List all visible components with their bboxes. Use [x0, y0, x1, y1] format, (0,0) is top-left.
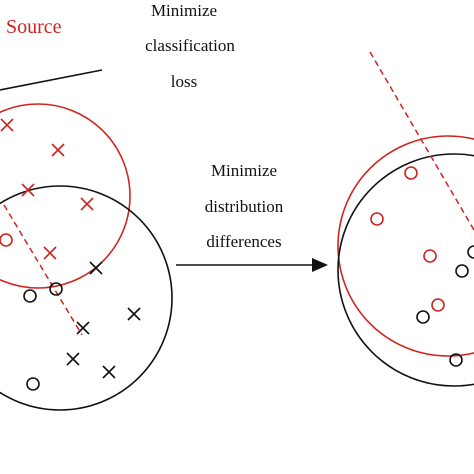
- circle-marker: [26, 377, 40, 391]
- cross-marker: [0, 118, 14, 132]
- source-crosses: [0, 118, 94, 260]
- aligned-source-circle: [337, 135, 474, 357]
- aligned-decision-boundary: [369, 51, 474, 231]
- aligned-target-circle: [337, 153, 474, 387]
- source-label: Source: [6, 16, 62, 38]
- left-caption-line-2: classification: [145, 36, 235, 55]
- target-circles: [23, 282, 63, 391]
- target-domain-circle: [0, 185, 173, 411]
- cross-marker: [66, 352, 80, 366]
- arrow-head-icon: [312, 258, 328, 272]
- left-caption: Minimize classification loss: [145, 1, 235, 91]
- cross-marker: [21, 183, 35, 197]
- cross-marker: [51, 143, 65, 157]
- cross-marker: [102, 365, 116, 379]
- circle-marker: [449, 353, 463, 367]
- circle-marker: [49, 282, 63, 296]
- circle-marker: [23, 289, 37, 303]
- target-crosses: [66, 261, 141, 379]
- middle-caption-line-1: Minimize: [211, 161, 277, 180]
- circle-marker: [431, 298, 445, 312]
- cross-marker: [127, 307, 141, 321]
- source-decision-boundary: [3, 204, 83, 336]
- transition: Minimize distribution differences: [176, 161, 328, 272]
- cross-marker: [43, 246, 57, 260]
- source-circles: [0, 233, 13, 247]
- cross-marker: [89, 261, 103, 275]
- middle-caption-line-2: distribution: [205, 197, 284, 216]
- aligned-source-circles: [370, 166, 445, 312]
- left-caption-line-1: Minimize: [151, 1, 217, 20]
- circle-marker: [370, 212, 384, 226]
- left-panel: Source Minimize classification loss: [0, 1, 235, 411]
- circle-marker: [416, 310, 430, 324]
- circle-marker: [0, 233, 13, 247]
- circle-marker: [404, 166, 418, 180]
- classifier-boundary-line: [0, 69, 103, 91]
- left-caption-line-3: loss: [171, 72, 197, 91]
- circle-marker: [423, 249, 437, 263]
- circle-marker: [467, 245, 474, 259]
- cross-marker: [76, 321, 90, 335]
- middle-caption: Minimize distribution differences: [205, 161, 284, 251]
- right-panel: [337, 51, 474, 387]
- aligned-target-circles: [416, 245, 474, 367]
- middle-caption-line-3: differences: [206, 232, 281, 251]
- circle-marker: [455, 264, 469, 278]
- source-domain-circle: [0, 103, 131, 289]
- cross-marker: [80, 197, 94, 211]
